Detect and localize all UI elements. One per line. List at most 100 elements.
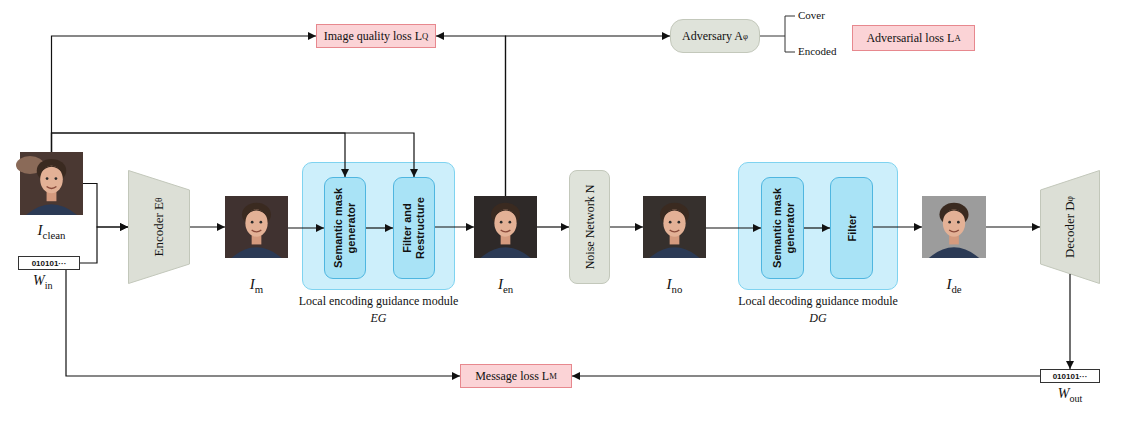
photo-background: [643, 196, 706, 258]
arrow-connector: [52, 36, 317, 152]
message-box: 010101···Wout: [1040, 369, 1100, 383]
loss-box: Adversarial loss LA: [852, 25, 975, 51]
arrow-connector: [572, 375, 1040, 376]
decoder-trapezoid: Decoder Dφ: [1040, 170, 1100, 284]
message-box: 010101···Win: [18, 256, 80, 270]
image-panel: Iclean: [20, 152, 83, 215]
output-label: Cover: [798, 9, 825, 21]
arrow-connector: [288, 227, 324, 228]
bracket-line: [785, 16, 795, 17]
text-group: Semantic mask generator: [761, 182, 804, 274]
subscript-text: A: [954, 33, 960, 43]
subscript-text: φ: [1065, 196, 1075, 201]
subscript-text: in: [45, 280, 53, 291]
text-group: Filter and Restructure: [393, 182, 435, 274]
text-group: Win: [33, 273, 53, 291]
process-box: Semantic mask generator: [761, 177, 804, 279]
node-label: DG: [738, 310, 898, 327]
trapezoid-shape: [1041, 171, 1100, 284]
face-illustration: [929, 203, 979, 258]
text-group: Iclean: [38, 222, 66, 241]
arrow-connector: [66, 270, 460, 376]
arrow-connector: [366, 227, 393, 228]
image-panel: Ien: [474, 196, 537, 258]
module-box: Local decoding guidance moduleDGSemantic…: [738, 162, 898, 290]
node-label: W: [33, 273, 45, 288]
text-group: Message loss LM: [461, 365, 571, 387]
photo-background: [474, 196, 537, 258]
node-label: W: [1058, 386, 1070, 401]
module-box: Local encoding guidance moduleEGSemantic…: [302, 162, 455, 290]
arrow-connector: [804, 227, 830, 228]
subscript-text: M: [549, 371, 557, 381]
loss-box: Message loss LM: [460, 364, 572, 388]
arrow-connector: [435, 226, 474, 227]
text-group: Filter: [830, 182, 873, 274]
node-label: EG: [299, 310, 459, 327]
output-bracket: [760, 16, 795, 52]
text-group: 010101···: [1041, 370, 1099, 382]
arrow-connector: [873, 226, 922, 227]
bracket-line: [760, 36, 785, 37]
text-group: Ide: [946, 276, 961, 295]
image-panel: Im: [225, 196, 288, 258]
node-label: Semantic mask generator: [770, 182, 795, 274]
photo-background: [225, 196, 288, 258]
subscript-text: out: [1069, 393, 1082, 404]
node-label: Decoder D: [1062, 201, 1078, 258]
arrow-connector: [506, 36, 671, 196]
arrow-connector: [52, 133, 415, 177]
text-group: Ien: [498, 276, 513, 295]
process-box: Filter: [830, 177, 873, 279]
node-label: 010101···: [1053, 372, 1088, 381]
photo-background: [922, 196, 986, 258]
text-group: Decoder Dφ: [1040, 175, 1100, 279]
node-label: Noise Network N: [582, 185, 597, 270]
text-group: Local encoding guidance moduleEG: [299, 293, 459, 327]
bracket-line: [785, 16, 786, 52]
subscript-text: clean: [43, 229, 66, 241]
trapezoid-shape: [129, 171, 190, 284]
subscript-text: Q: [422, 31, 428, 41]
noise-box: Noise Network N: [569, 170, 610, 284]
subscript-text: de: [951, 283, 961, 295]
encoder-trapezoid: Encoder Eθ: [128, 170, 190, 284]
node-label: Adversarial loss L: [866, 31, 954, 46]
node-label: I: [498, 276, 503, 292]
process-box: Filter and Restructure: [393, 177, 435, 279]
subscript-text: θ: [154, 198, 164, 202]
node-label: Local decoding guidance module: [738, 293, 898, 310]
node-label: Adversary A: [682, 29, 743, 44]
arrow-connector: [537, 226, 569, 227]
node-label: Encoder E: [151, 202, 167, 257]
arrow-connector: [1069, 274, 1070, 369]
text-group: Adversarial loss LA: [853, 26, 974, 50]
adversary-box: Adversary Aφ: [670, 19, 760, 53]
text-group: Image quality loss LQ: [317, 25, 435, 47]
face-illustration: [649, 203, 699, 258]
output-label: Encoded: [798, 45, 836, 57]
process-box: Semantic mask generator: [324, 177, 366, 279]
image-panel: Ino: [643, 196, 706, 258]
node-label: Filter and Restructure: [401, 182, 426, 274]
node-label: Filter: [845, 215, 858, 242]
image-panel: Ide: [922, 196, 986, 258]
node-label: Local encoding guidance module: [299, 293, 459, 310]
arrow-connector: [986, 226, 1040, 227]
node-label: Message loss L: [475, 369, 549, 384]
node-label: I: [946, 276, 951, 292]
arrow-connector: [80, 227, 128, 263]
text-group: Encoder Eθ: [128, 175, 190, 279]
subscript-text: en: [503, 283, 513, 295]
text-group: Ino: [667, 276, 683, 295]
text-group: Noise Network N: [569, 175, 610, 279]
arrow-connector: [52, 133, 346, 177]
node-label: Image quality loss L: [324, 29, 422, 44]
text-group: Local decoding guidance moduleDG: [738, 293, 898, 327]
face-illustration: [231, 203, 281, 258]
face-illustration: [480, 203, 530, 258]
arrow-connector: [436, 36, 506, 196]
text-group: Wout: [1058, 386, 1083, 404]
arrow-connector: [83, 184, 128, 228]
text-group: Im: [250, 276, 263, 295]
